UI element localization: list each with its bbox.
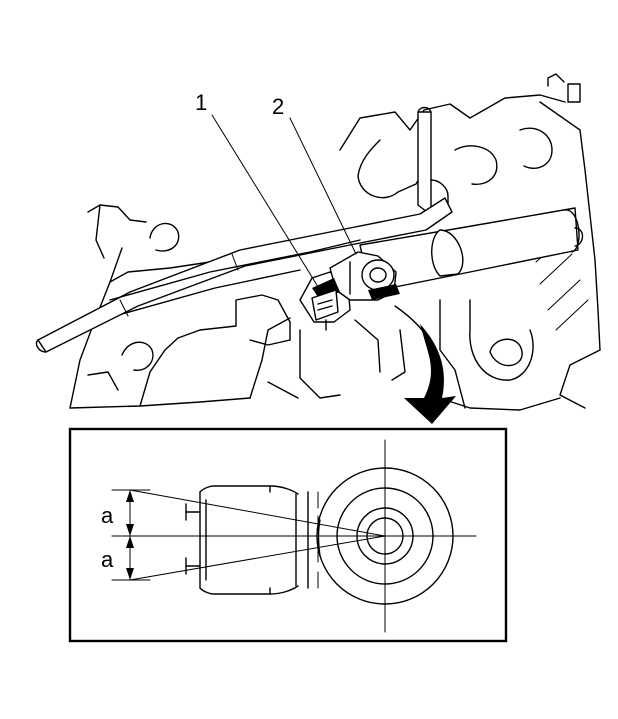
dimension-a-upper-label: a bbox=[101, 503, 114, 528]
callout-1-label: 1 bbox=[195, 90, 207, 115]
dimension-a-lower-label: a bbox=[101, 547, 114, 572]
callout-2-label: 2 bbox=[272, 94, 284, 119]
detail-view-arrow bbox=[394, 305, 456, 424]
harness-connector bbox=[311, 278, 340, 331]
detail-inset: a a bbox=[68, 427, 508, 643]
callout-leaders bbox=[211, 114, 357, 291]
dimension-arrows bbox=[126, 489, 134, 581]
engine-assembly-illustration bbox=[35, 73, 601, 411]
knock-sensor bbox=[329, 251, 400, 301]
